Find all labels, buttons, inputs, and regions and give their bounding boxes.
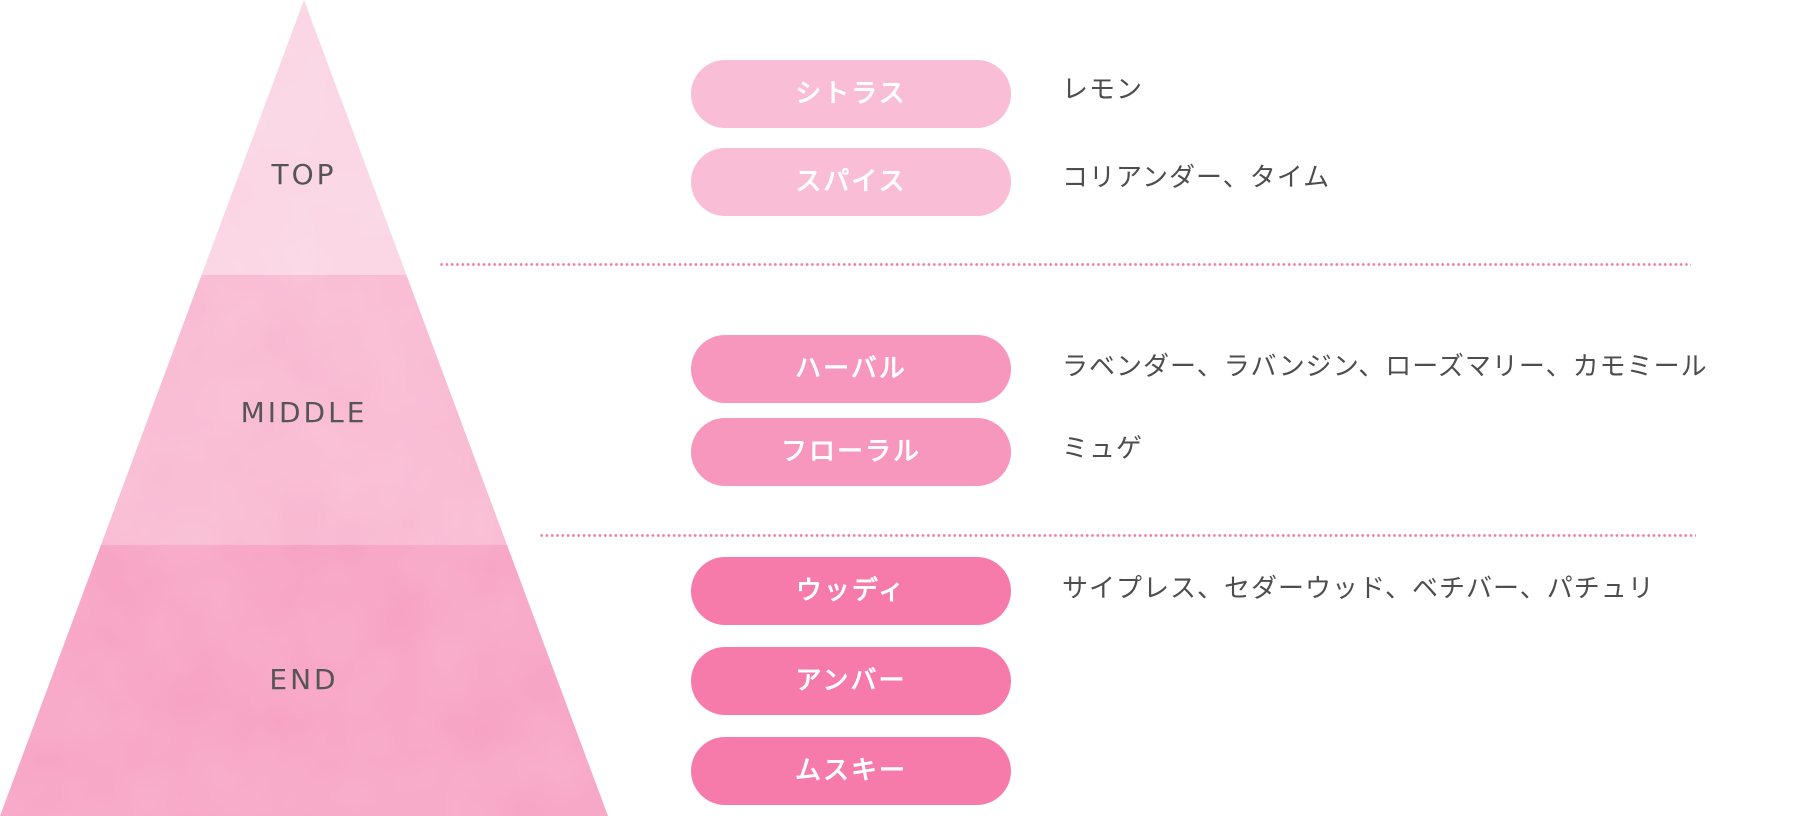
- tier-label-end: END: [269, 663, 339, 696]
- tier-label-top: TOP: [271, 158, 337, 191]
- category-notes: サイプレス、セダーウッド、ベチバー、パチュリ: [1062, 574, 1655, 604]
- category-pill: フローラル: [691, 418, 1011, 486]
- category-pill: ウッディ: [691, 557, 1011, 625]
- category-pill: アンバー: [691, 647, 1011, 715]
- tier-label-middle: MIDDLE: [240, 396, 368, 429]
- category-pill: ハーバル: [691, 335, 1011, 403]
- category-notes: コリアンダー、タイム: [1062, 163, 1331, 193]
- category-pill: ムスキー: [691, 737, 1011, 805]
- divider-middle-end: [539, 534, 1696, 537]
- divider-top-middle: [439, 263, 1691, 266]
- category-pill: シトラス: [691, 60, 1011, 128]
- fragrance-pyramid: [0, 0, 608, 816]
- category-notes: ミュゲ: [1062, 434, 1144, 464]
- category-pill: スパイス: [691, 148, 1011, 216]
- category-notes: レモン: [1062, 75, 1144, 105]
- category-notes: ラベンダー、ラバンジン、ローズマリー、カモミール: [1062, 352, 1708, 382]
